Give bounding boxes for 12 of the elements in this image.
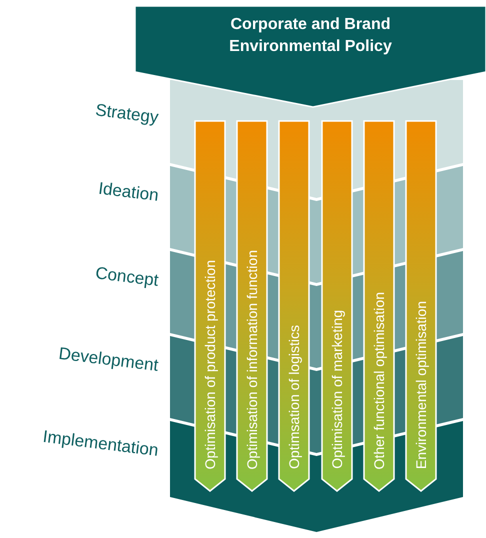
- column-label: Environmental optimisation: [413, 300, 429, 469]
- stage-label: Strategy: [94, 100, 160, 128]
- column-label: Other functional optimisation: [370, 292, 387, 469]
- policy-title: Corporate and Brand Environmental Policy: [228, 15, 393, 57]
- stage-label: Ideation: [96, 178, 160, 206]
- column-label: Optimsation of logistics: [286, 325, 302, 469]
- column-label: Optimisation of marketing: [328, 310, 345, 469]
- stage-label: Development: [57, 344, 160, 376]
- column-label: Optimisation of information function: [244, 250, 260, 469]
- stage-label: Concept: [94, 263, 160, 291]
- column-label: Optimisation of product protection: [202, 260, 218, 469]
- stage-label: Implementation: [41, 426, 160, 461]
